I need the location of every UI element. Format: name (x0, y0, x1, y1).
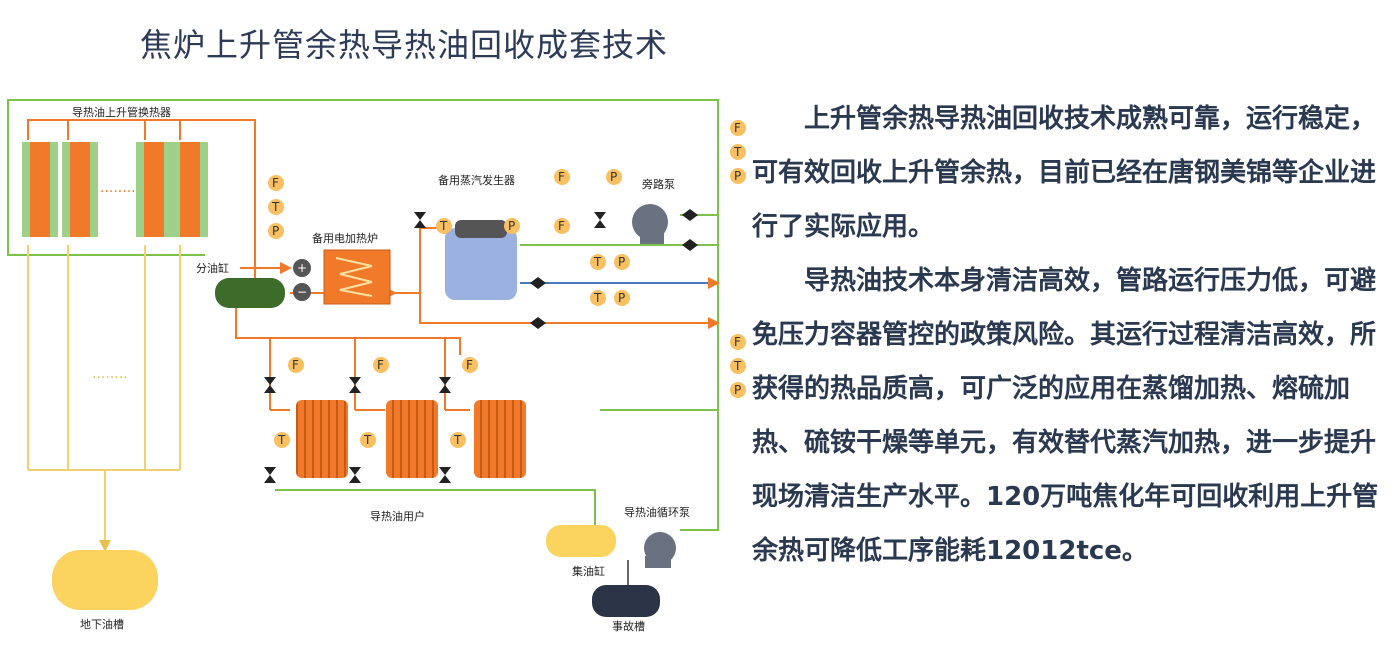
gauge-F-user1: F (288, 357, 304, 373)
underground-tank (52, 550, 158, 610)
instruments: F T P F T P F T P T P F P F T P T P F F … (268, 120, 746, 448)
gauge-P-out-top: P (730, 168, 746, 184)
svg-text:T: T (593, 255, 602, 269)
gauge-P-out-bottom: P (730, 382, 746, 398)
gauge-T-user1: T (274, 432, 290, 448)
electric-heater: + − (293, 249, 391, 305)
drain-pipes (27, 245, 181, 552)
svg-text:F: F (466, 358, 473, 372)
heater-plus: + (297, 261, 307, 275)
gauge-P-line1: P (614, 254, 630, 270)
description: 上升管余热导热油回收技术成熟可靠，运行稳定，可有效回收上升管余热，目前已经在唐钢… (752, 92, 1392, 578)
label-heat-exchanger: 导热油上升管换热器 (72, 105, 171, 119)
label-circ-pump: 导热油循环泵 (624, 505, 690, 519)
label-electric-heater: 备用电加热炉 (312, 231, 378, 245)
svg-text:P: P (734, 169, 741, 183)
svg-text:T: T (733, 359, 742, 373)
collect-tank (546, 525, 616, 557)
svg-text:P: P (610, 170, 617, 184)
process-flow-diagram: ........ 导热油上升管换热器 ........ 地下油槽 分油缸 + −… (7, 99, 746, 633)
svg-text:T: T (453, 433, 462, 447)
distribution-tank (215, 278, 285, 308)
gauge-T-user3: T (450, 432, 466, 448)
svg-text:T: T (363, 433, 372, 447)
heater-minus: − (297, 285, 307, 299)
svg-text:T: T (277, 433, 286, 447)
gauge-T-line2: T (590, 290, 606, 306)
svg-text:T: T (271, 200, 280, 214)
paragraph-1: 上升管余热导热油回收技术成熟可靠，运行稳定，可有效回收上升管余热，目前已经在唐钢… (752, 104, 1377, 242)
svg-text:P: P (508, 219, 515, 233)
gauge-F-steam-2: F (554, 218, 570, 234)
label-steam-gen: 备用蒸汽发生器 (438, 173, 515, 187)
valves (264, 209, 698, 483)
svg-text:T: T (439, 219, 448, 233)
dots-top: ........ (100, 180, 136, 196)
gauge-T-user2: T (360, 432, 376, 448)
gauge-T-steam: T (436, 218, 452, 234)
gauge-P-steam-2: P (606, 169, 622, 185)
gauge-P-line2: P (614, 290, 630, 306)
riser-heat-exchangers: ........ (22, 142, 208, 237)
svg-text:T: T (733, 145, 742, 159)
gauge-F-riser: F (268, 175, 284, 191)
label-dist-tank: 分油缸 (196, 261, 229, 275)
circulation-pump (644, 532, 676, 568)
svg-text:F: F (558, 170, 565, 184)
svg-text:P: P (618, 255, 625, 269)
dots-mid: ........ (92, 366, 128, 382)
label-accident-tank: 事故槽 (612, 619, 645, 633)
page-title: 焦炉上升管余热导热油回收成套技术 (140, 26, 669, 64)
svg-text:F: F (377, 358, 384, 372)
svg-text:P: P (618, 291, 625, 305)
gauge-T-out-top: T (730, 144, 746, 160)
user-heat-exchangers (296, 400, 526, 478)
gauge-T-riser: T (268, 199, 284, 215)
svg-text:F: F (292, 358, 299, 372)
gauge-T-out-bottom: T (730, 358, 746, 374)
accident-tank (592, 585, 660, 617)
svg-text:F: F (734, 335, 741, 349)
svg-text:F: F (558, 219, 565, 233)
gauge-P-steam: P (504, 218, 520, 234)
svg-text:T: T (593, 291, 602, 305)
steam-generator (445, 220, 517, 300)
svg-text:F: F (734, 121, 741, 135)
label-collect-tank: 集油缸 (572, 564, 605, 578)
svg-text:P: P (734, 383, 741, 397)
gauge-F-user3: F (462, 357, 478, 373)
gauge-F-out-bottom: F (730, 334, 746, 350)
bypass-pump (632, 204, 668, 244)
paragraph-2: 导热油技术本身清洁高效，管路运行压力低，可避免压力容器管控的政策风险。其运行过程… (752, 266, 1379, 566)
gauge-F-user2: F (373, 357, 389, 373)
label-users: 导热油用户 (370, 509, 425, 523)
svg-text:F: F (272, 176, 279, 190)
gauge-T-line1: T (590, 254, 606, 270)
green-return-pipes (7, 99, 719, 531)
gauge-F-out-top: F (730, 120, 746, 136)
gauge-F-steam: F (554, 169, 570, 185)
label-bypass-pump: 旁路泵 (642, 177, 675, 191)
svg-text:P: P (272, 224, 279, 238)
label-underground-tank: 地下油槽 (80, 617, 124, 631)
gauge-P-riser: P (268, 223, 284, 239)
